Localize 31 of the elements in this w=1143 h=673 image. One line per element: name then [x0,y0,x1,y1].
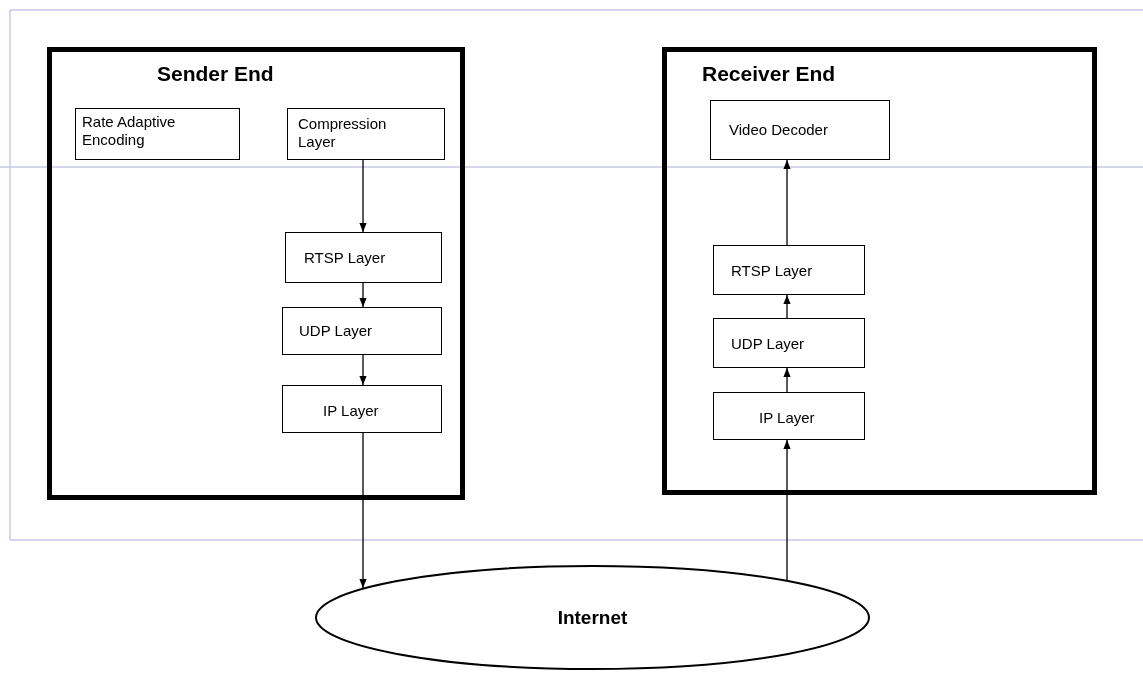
arrow [359,282,367,308]
node-label: IP Layer [759,409,815,427]
process-box [75,108,240,160]
node-label: IP Layer [323,402,379,420]
process-box [282,385,442,433]
process-box [713,392,865,440]
group-box [662,47,1097,495]
process-box [285,232,442,283]
node-label: Video Decoder [729,121,828,139]
process-box [282,307,442,355]
arrow [359,432,367,589]
arrow [783,439,791,581]
group-heading: Receiver End [702,62,836,86]
arrow [359,354,367,386]
node-label: RTSP Layer [731,262,813,280]
process-box [713,318,865,368]
group-box [47,47,465,500]
node-label: UDP Layer [299,322,373,340]
process-box [287,108,445,160]
node-label: UDP Layer [731,335,805,353]
arrow [359,159,367,233]
arrow [783,367,791,393]
node-label: RTSP Layer [304,249,386,267]
node-label: Compression Layer [298,115,388,151]
arrow [783,294,791,319]
arrow [783,159,791,246]
process-box [713,245,865,295]
group-heading: Sender End [157,62,274,86]
process-box [710,100,890,160]
node-label: Rate Adaptive Encoding [82,113,177,149]
node-label: Internet [557,606,628,629]
